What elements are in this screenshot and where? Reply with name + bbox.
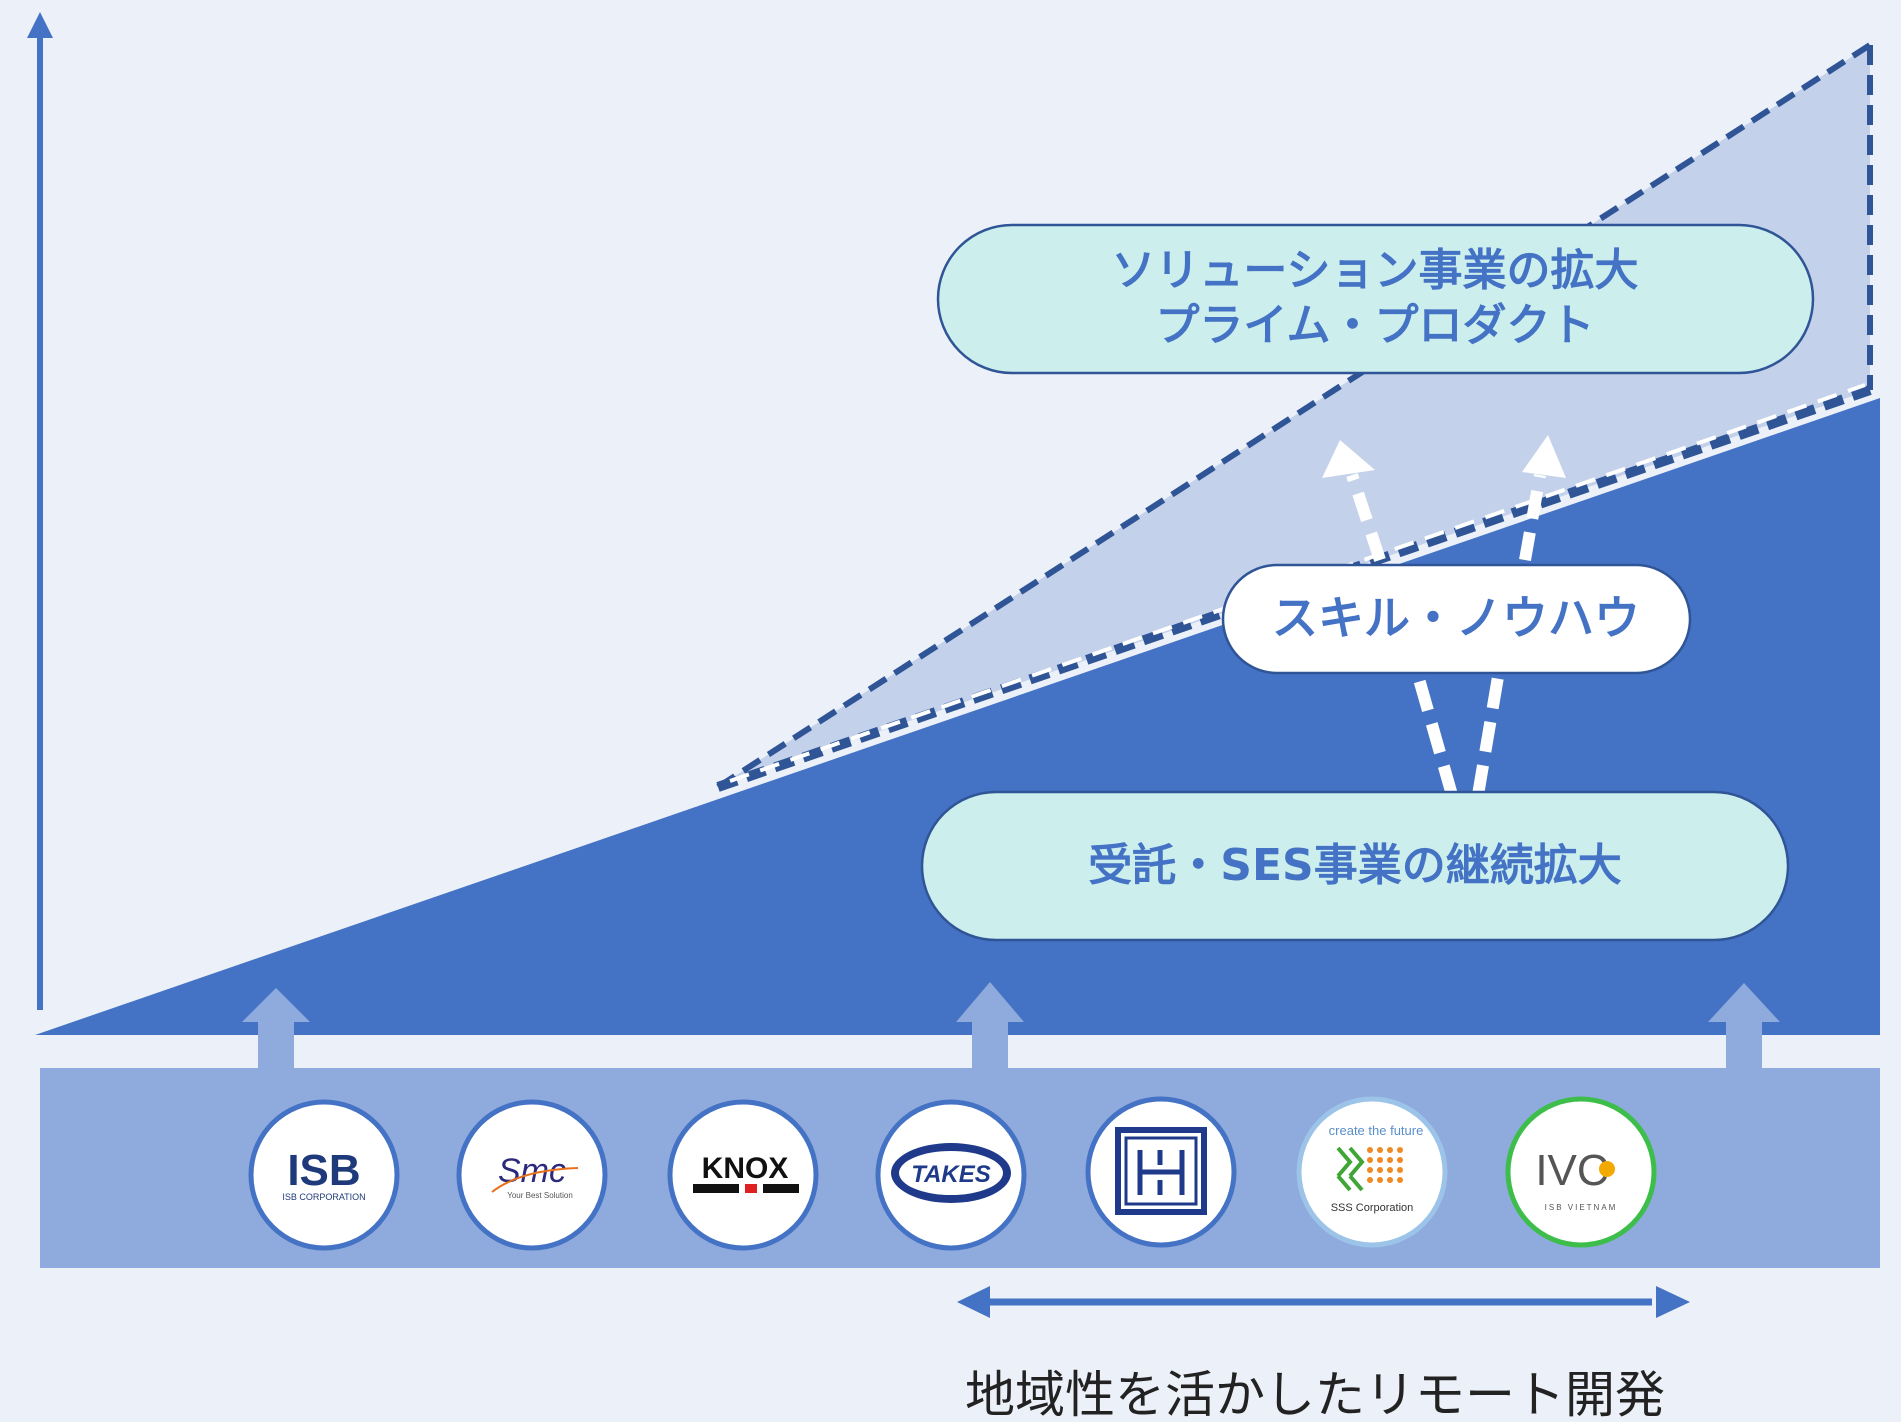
band-up-arrows — [242, 982, 1780, 1070]
svg-text:ISB CORPORATION: ISB CORPORATION — [282, 1192, 365, 1202]
vertical-axis-arrow — [27, 12, 53, 1010]
logo-ch — [1085, 1096, 1237, 1248]
logo-smc: Smc Your Best Solution — [456, 1099, 608, 1251]
skill-flow-arrows — [1322, 435, 1566, 797]
remote-dev-range-arrow — [957, 1286, 1690, 1318]
solution-box-line2: プライム・プロダクト — [1155, 300, 1594, 351]
logo-sss: create the future SSS Corporation — [1296, 1096, 1448, 1248]
remote-dev-caption: 地域性を活かしたリモート開発 — [965, 1366, 1665, 1422]
ses-business-box: 受託・SES事業の継続拡大 — [920, 790, 1790, 942]
svg-text:Smc: Smc — [498, 1152, 566, 1190]
logo-takes: TAKES — [875, 1099, 1027, 1251]
logo-isb: ISB ISB CORPORATION — [248, 1099, 400, 1251]
logo-knox: KNOX — [667, 1099, 819, 1251]
solution-business-box: ソリューション事業の拡大 プライム・プロダクト — [936, 223, 1815, 375]
ses-box-label: 受託・SES事業の継続拡大 — [1088, 840, 1621, 891]
svg-text:ISB VIETNAM: ISB VIETNAM — [1545, 1203, 1618, 1212]
future-upper-dashed-line — [716, 42, 1872, 790]
logo-ivc: IVC ISB VIETNAM — [1505, 1096, 1657, 1248]
svg-text:ISB: ISB — [287, 1146, 360, 1195]
svg-text:create the future: create the future — [1329, 1123, 1424, 1138]
svg-text:SSS Corporation: SSS Corporation — [1331, 1202, 1414, 1214]
svg-text:TAKES: TAKES — [911, 1161, 991, 1188]
solution-box-line1: ソリューション事業の拡大 — [1111, 245, 1638, 296]
current-white-dashed-line — [729, 383, 1866, 783]
skills-box-label: スキル・ノウハウ — [1272, 591, 1640, 645]
svg-text:IVC: IVC — [1535, 1146, 1608, 1195]
skills-knowhow-box: スキル・ノウハウ — [1221, 563, 1692, 675]
svg-text:Your Best Solution: Your Best Solution — [507, 1191, 573, 1200]
svg-text:KNOX: KNOX — [702, 1152, 789, 1185]
